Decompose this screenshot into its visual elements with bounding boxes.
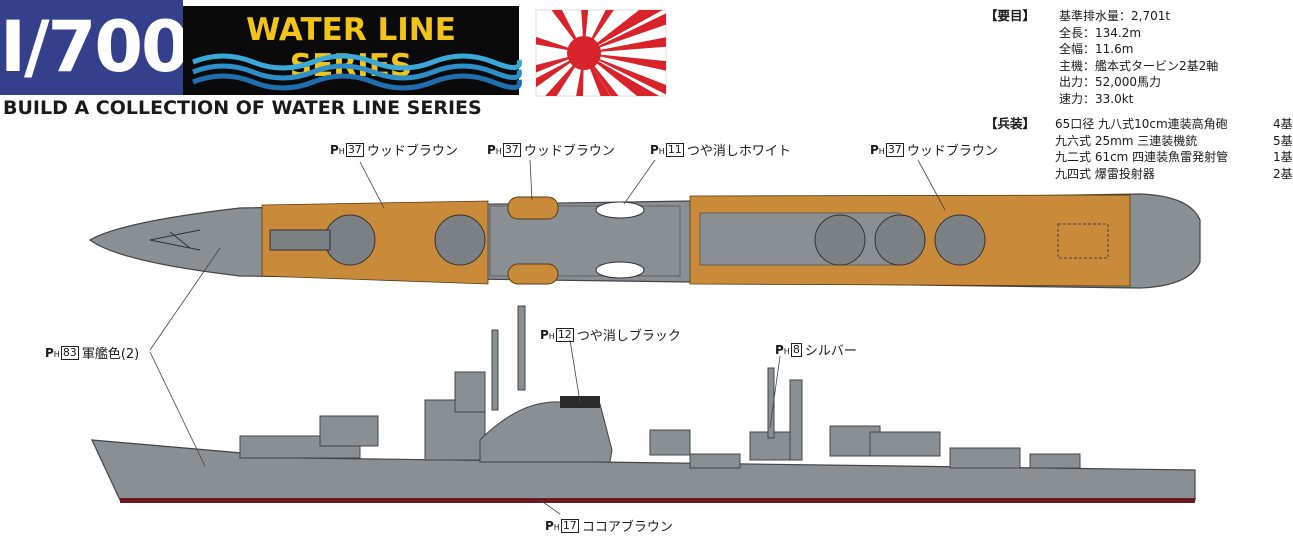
paint-prefix: PH [775, 343, 790, 357]
paint-name: ウッドブラウン [523, 144, 615, 159]
paint-label-flat-white: PH 11 つや消しホワイト [650, 140, 791, 159]
paint-prefix: PH [330, 143, 345, 157]
paint-number: 17 [560, 518, 579, 533]
side-view-hull [91, 305, 1196, 503]
paint-label-wood-brown: PH 37 ウッドブラウン [330, 140, 458, 159]
waves-graphic [192, 53, 522, 91]
paint-label-warship-gray: PH 83 軍艦色(2) [45, 343, 139, 362]
h-mark: H [338, 146, 345, 156]
paint-name: つや消しブラック [576, 329, 681, 344]
spec-engine: 主機：艦本式タービン2基2軸 [1059, 58, 1219, 73]
rising-sun-flag-icon [535, 9, 667, 97]
paint-label-flat-black: PH 12 つや消しブラック [540, 325, 681, 344]
spec-power: 出力：52,000馬力 [1059, 75, 1161, 89]
paint-prefix: PH [650, 143, 665, 157]
water-line-series-logo: WATER LINE SERIES [183, 6, 522, 95]
armament-name: 65口径 九八式10cm連装高角砲 [1055, 117, 1228, 131]
paint-number: 37 [885, 142, 904, 157]
paint-prefix: PH [540, 328, 555, 342]
paint-name: シルバー [804, 344, 857, 359]
paint-prefix: PH [870, 143, 885, 157]
spec-displacement: 基準排水量：2,701t [1059, 9, 1171, 23]
h-mark: H [878, 146, 885, 156]
h-mark: H [53, 349, 60, 359]
h-mark: H [783, 346, 790, 356]
paint-number: 37 [502, 142, 521, 157]
p-mark: P [775, 342, 784, 357]
p-mark: P [487, 142, 496, 157]
leader-lines [149, 159, 946, 515]
p-mark: P [545, 518, 554, 533]
spec-beam: 全幅：11.6m [1059, 42, 1134, 56]
armament-heading: 【兵装】 [985, 116, 1036, 131]
paint-name: ウッドブラウン [906, 144, 998, 159]
paint-label-wood-brown: PH 37 ウッドブラウン [870, 140, 998, 159]
p-mark: P [650, 142, 659, 157]
specifications-panel: 【要目】 基準排水量：2,701t 全長：134.2m 全幅：11.6m 主機：… [985, 8, 1293, 182]
tagline: BUILD A COLLECTION OF WATER LINE SERIES [3, 97, 482, 119]
paint-number: 12 [555, 327, 574, 342]
paint-label-cocoa-brown: PH 17 ココアブラウン [545, 516, 673, 535]
top-view-hull [88, 193, 1201, 289]
paint-prefix: PH [45, 346, 60, 360]
paint-name: 軍艦色(2) [81, 347, 140, 362]
paint-number: 8 [790, 342, 802, 357]
paint-label-wood-brown: PH 37 ウッドブラウン [487, 140, 615, 159]
paint-label-silver: PH 8 シルバー [775, 340, 857, 359]
specs-heading: 【要目】 [985, 8, 1036, 23]
h-mark: H [495, 146, 502, 156]
armament-name: 九四式 爆雷投射器 [1055, 166, 1155, 181]
paint-name: ココアブラウン [581, 520, 673, 535]
armament-name: 九六式 25mm 三連装機銃 [1055, 133, 1198, 148]
scale-badge: I/700 [0, 0, 190, 95]
h-mark: H [553, 522, 560, 532]
paint-number: 83 [60, 345, 79, 360]
paint-number: 11 [665, 142, 684, 157]
paint-prefix: PH [487, 143, 502, 157]
p-mark: P [870, 142, 879, 157]
paint-number: 37 [345, 142, 364, 157]
p-mark: P [540, 327, 549, 342]
spec-speed: 速力：33.0kt [1059, 91, 1134, 106]
p-mark: P [330, 142, 339, 157]
p-mark: P [45, 345, 54, 360]
spec-length: 全長：134.2m [1059, 25, 1142, 40]
h-mark: H [658, 146, 665, 156]
paint-name: ウッドブラウン [366, 144, 458, 159]
paint-name: つや消しホワイト [686, 144, 791, 159]
paint-prefix: PH [545, 519, 560, 533]
armament-name: 九二式 61cm 四連装魚雷発射管 [1055, 150, 1229, 164]
h-mark: H [548, 331, 555, 341]
